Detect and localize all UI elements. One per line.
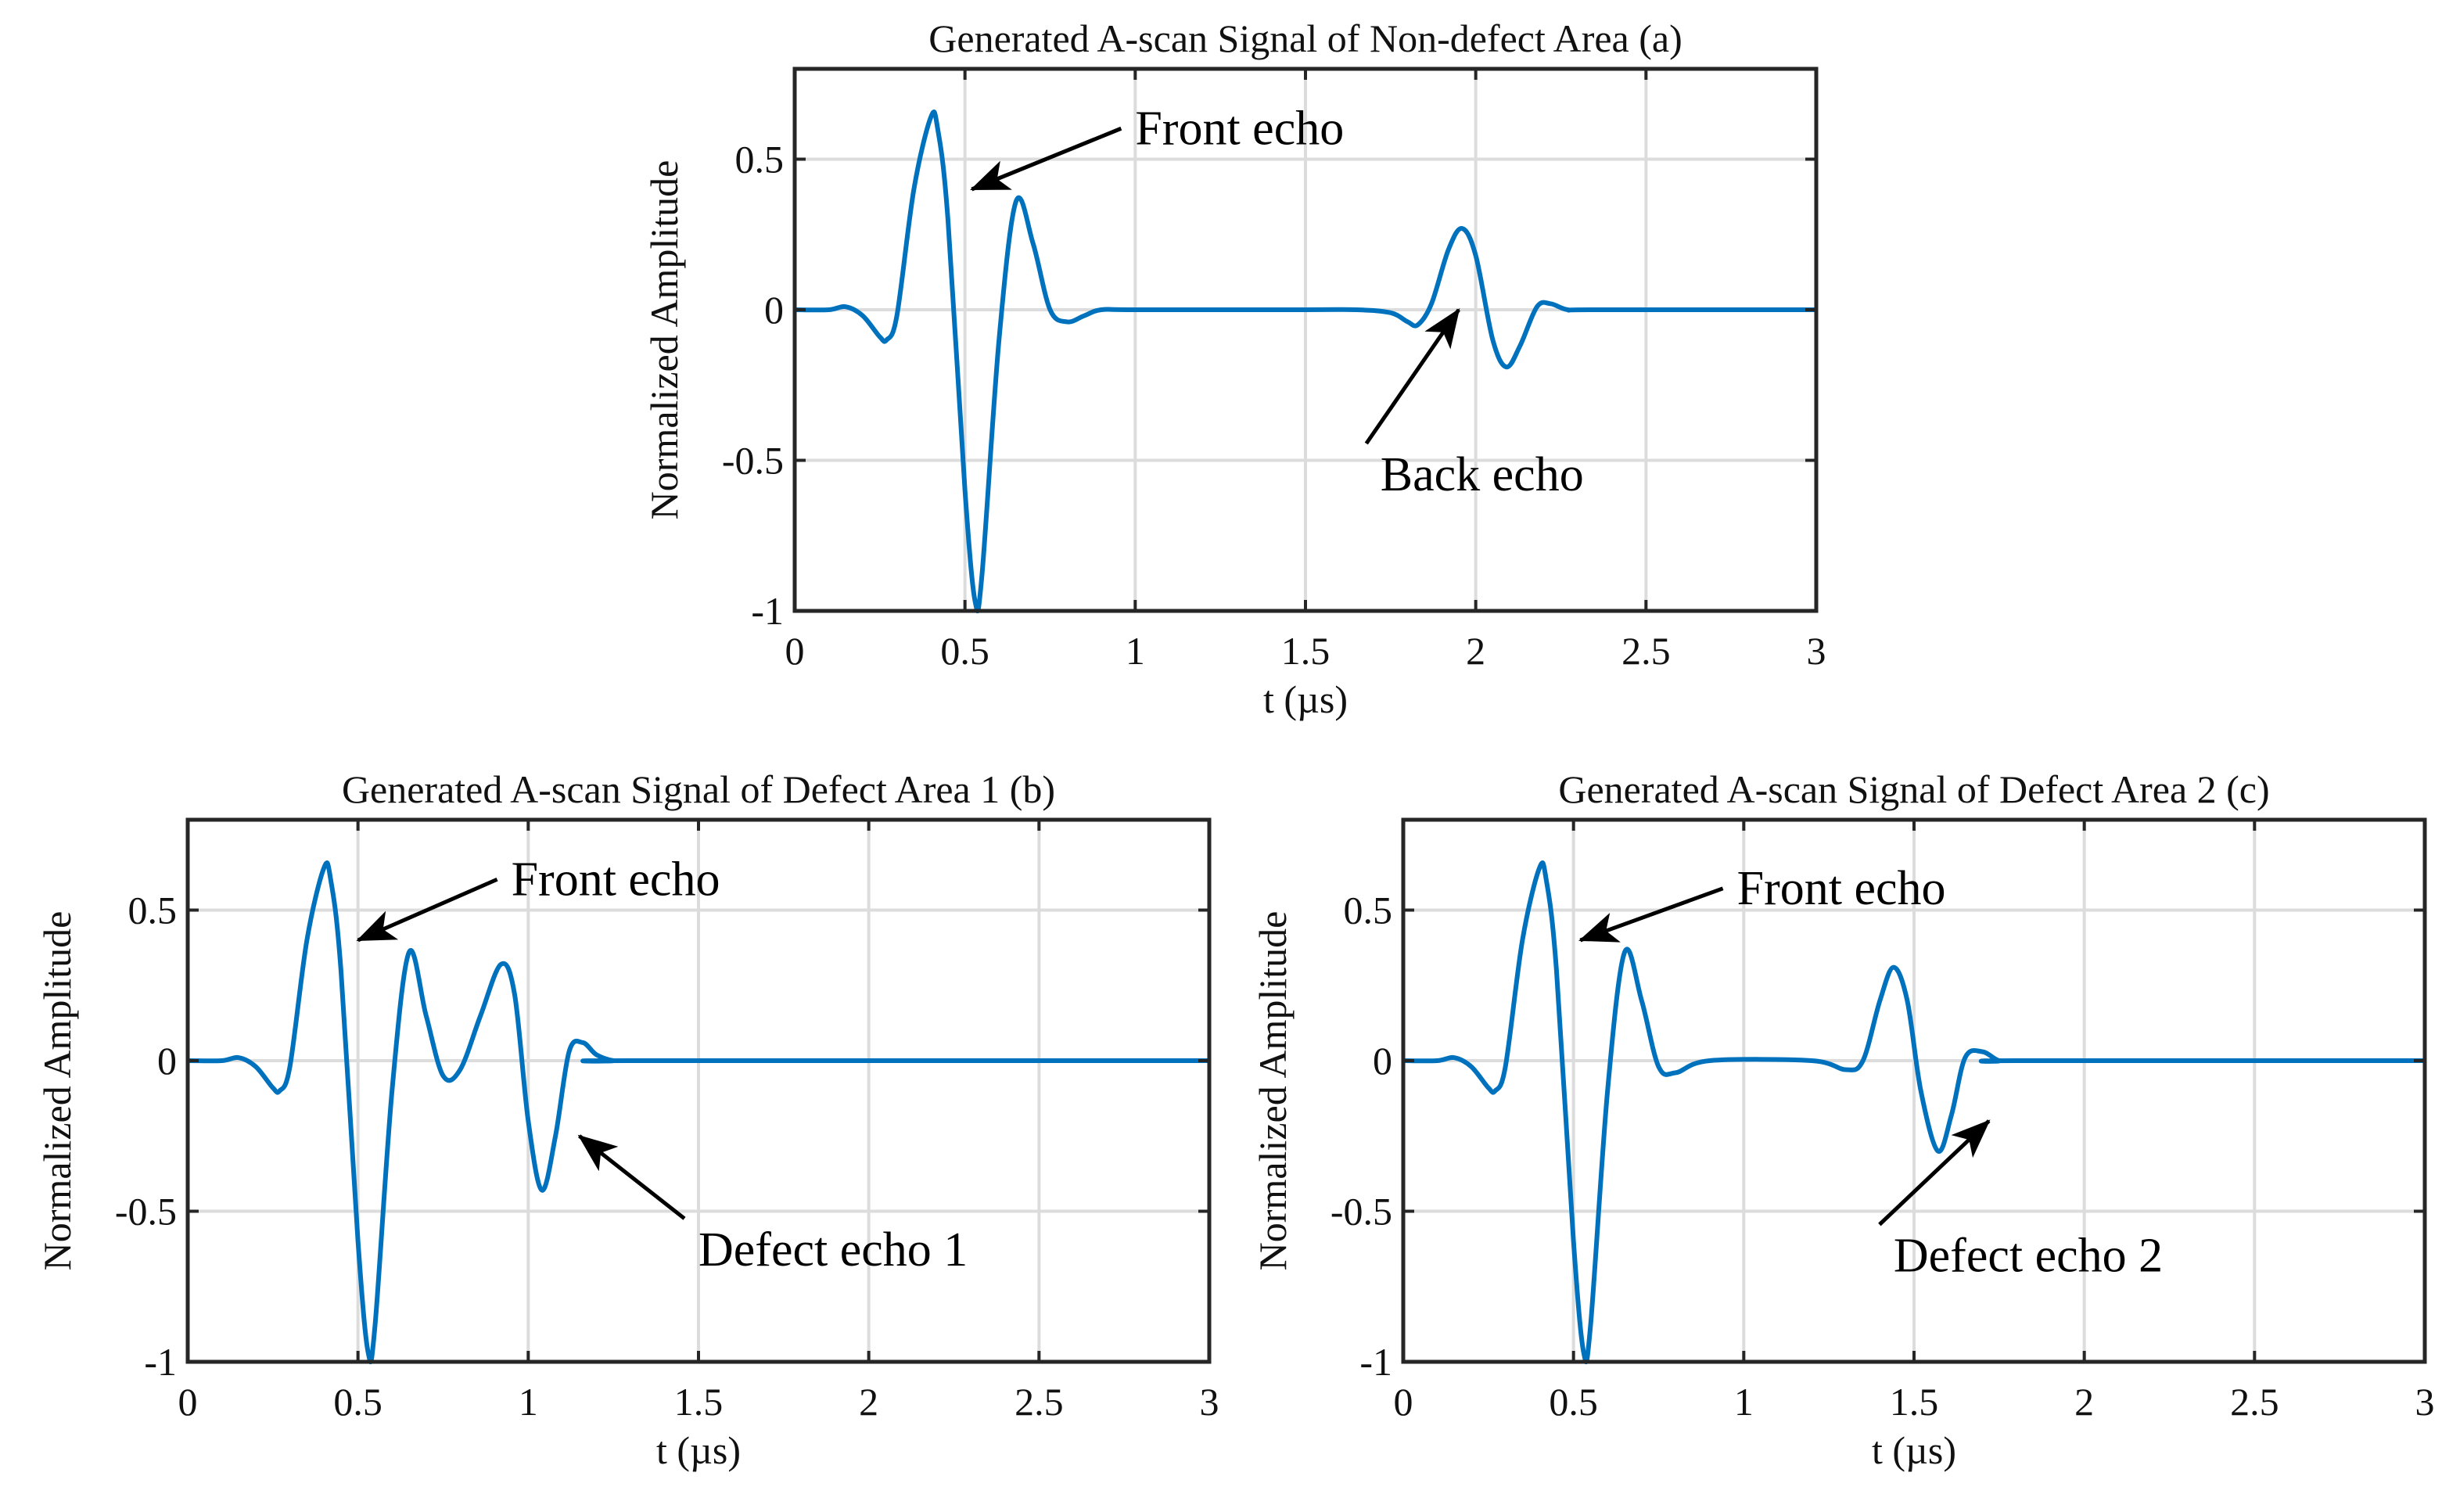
series-line-0: [794, 110, 1816, 613]
y-axis-label: Normalized Amplitude: [1251, 911, 1295, 1271]
x-tick-label: 2: [1466, 629, 1485, 673]
x-tick-label: 3: [1807, 629, 1826, 673]
chart-panel-1: 0 0.5 1 1.5 2 2.5 3 -1 -0.5 0 0.5 Generated A-scan …: [35, 767, 1219, 1472]
x-tick-label: 1: [1126, 629, 1145, 673]
annotation-label: Front echo: [512, 853, 720, 906]
chart-panel-0: 0 0.5 1 1.5 2 2.5 3 -1 -0.5 0 0.5 Generated A-scan …: [642, 16, 1826, 721]
y-tick-label: 0: [157, 1039, 177, 1083]
x-tick-label: 2.5: [1621, 629, 1671, 673]
x-tick-label: 3: [1200, 1380, 1219, 1424]
y-tick-label: -0.5: [115, 1190, 177, 1234]
y-tick-label: 0.5: [735, 138, 785, 181]
annotation-arrow: [577, 1134, 686, 1220]
y-tick-label: -0.5: [1331, 1190, 1392, 1234]
x-tick-label: 2.5: [2230, 1380, 2279, 1424]
annotation-arrow: [1878, 1119, 1991, 1226]
y-tick-label: 0: [1373, 1039, 1392, 1083]
annotation-label: Defect echo 2: [1894, 1230, 2163, 1283]
x-axis-label: t (µs): [1872, 1428, 1956, 1472]
y-tick-label: 0: [764, 288, 784, 332]
series-line-0: [1402, 860, 2425, 1364]
x-tick-label: 2.5: [1015, 1380, 1064, 1424]
annotation-arrow: [356, 877, 498, 943]
x-tick-label: 2: [2074, 1380, 2094, 1424]
annotation-arrow: [970, 126, 1122, 192]
y-axis-label: Normalized Amplitude: [642, 160, 686, 520]
x-tick-label: 1: [519, 1380, 538, 1424]
x-tick-label: 0.5: [333, 1380, 382, 1424]
annotation-label: Back echo: [1381, 448, 1584, 501]
y-tick-label: -1: [751, 589, 784, 633]
annotation-arrow: [1578, 886, 1724, 943]
annotation-label: Defect echo 1: [698, 1223, 968, 1277]
x-tick-label: 0.5: [1549, 1380, 1598, 1424]
y-tick-label: -0.5: [722, 439, 784, 483]
x-tick-label: 0: [785, 629, 805, 673]
y-tick-label: -1: [1359, 1340, 1392, 1384]
chart-title: Generated A-scan Signal of Non-defect Ar…: [928, 16, 1682, 60]
annotation-arrow: [1364, 307, 1460, 445]
x-axis-label: t (µs): [656, 1428, 741, 1472]
annotation-label: Front echo: [1135, 102, 1344, 155]
x-tick-label: 3: [2415, 1380, 2435, 1424]
y-tick-label: 0.5: [1344, 889, 1393, 932]
annotation-label: Front echo: [1737, 862, 1946, 915]
chart-title: Generated A-scan Signal of Defect Area 2…: [1558, 767, 2269, 811]
x-tick-label: 0: [1394, 1380, 1413, 1424]
series-line-0: [187, 860, 1209, 1364]
chart-title: Generated A-scan Signal of Defect Area 1…: [342, 767, 1055, 811]
x-tick-label: 0.5: [940, 629, 989, 673]
x-tick-label: 2: [859, 1380, 878, 1424]
x-tick-label: 1.5: [1281, 629, 1331, 673]
x-tick-label: 1.5: [1890, 1380, 1939, 1424]
chart-panel-2: 0 0.5 1 1.5 2 2.5 3 -1 -0.5 0 0.5 Generated A-scan …: [1251, 767, 2435, 1472]
y-axis-label: Normalized Amplitude: [35, 911, 79, 1271]
x-tick-label: 0: [178, 1380, 198, 1424]
y-tick-label: -1: [144, 1340, 177, 1384]
y-tick-label: 0.5: [128, 889, 178, 932]
x-tick-label: 1: [1734, 1380, 1754, 1424]
x-axis-label: t (µs): [1263, 677, 1348, 721]
x-tick-label: 1.5: [674, 1380, 724, 1424]
